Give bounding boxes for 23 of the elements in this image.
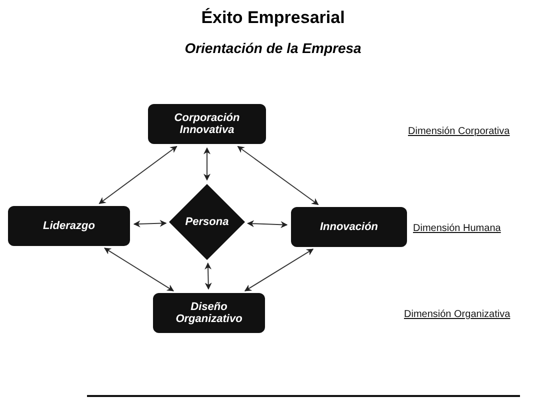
dimension-label: Dimensión Organizativa	[404, 309, 510, 320]
node-label: Diseño Organizativo	[174, 300, 244, 326]
arrow	[204, 147, 210, 181]
node-label: Innovación	[320, 220, 378, 234]
process-box	[148, 104, 266, 144]
process-box	[153, 293, 265, 333]
subtitle: Orientación de la Empresa	[184, 40, 362, 56]
arrow	[104, 248, 174, 292]
arrow	[204, 262, 212, 290]
arrow	[247, 220, 288, 228]
arrow	[237, 146, 319, 206]
process-box	[8, 206, 130, 246]
arrow	[244, 248, 314, 292]
node-label: Corporación Innovativa	[173, 112, 241, 136]
node-label: Liderazgo	[43, 220, 95, 232]
title: Éxito Empresarial	[200, 8, 346, 28]
node-label: Persona	[185, 216, 229, 228]
dimension-label: Dimensión Corporativa	[408, 126, 510, 137]
arrow	[98, 146, 178, 204]
arrow	[133, 220, 167, 228]
dimension-label: Dimensión Humana	[413, 223, 501, 234]
process-box	[291, 207, 407, 247]
decision-diamond	[169, 184, 245, 260]
